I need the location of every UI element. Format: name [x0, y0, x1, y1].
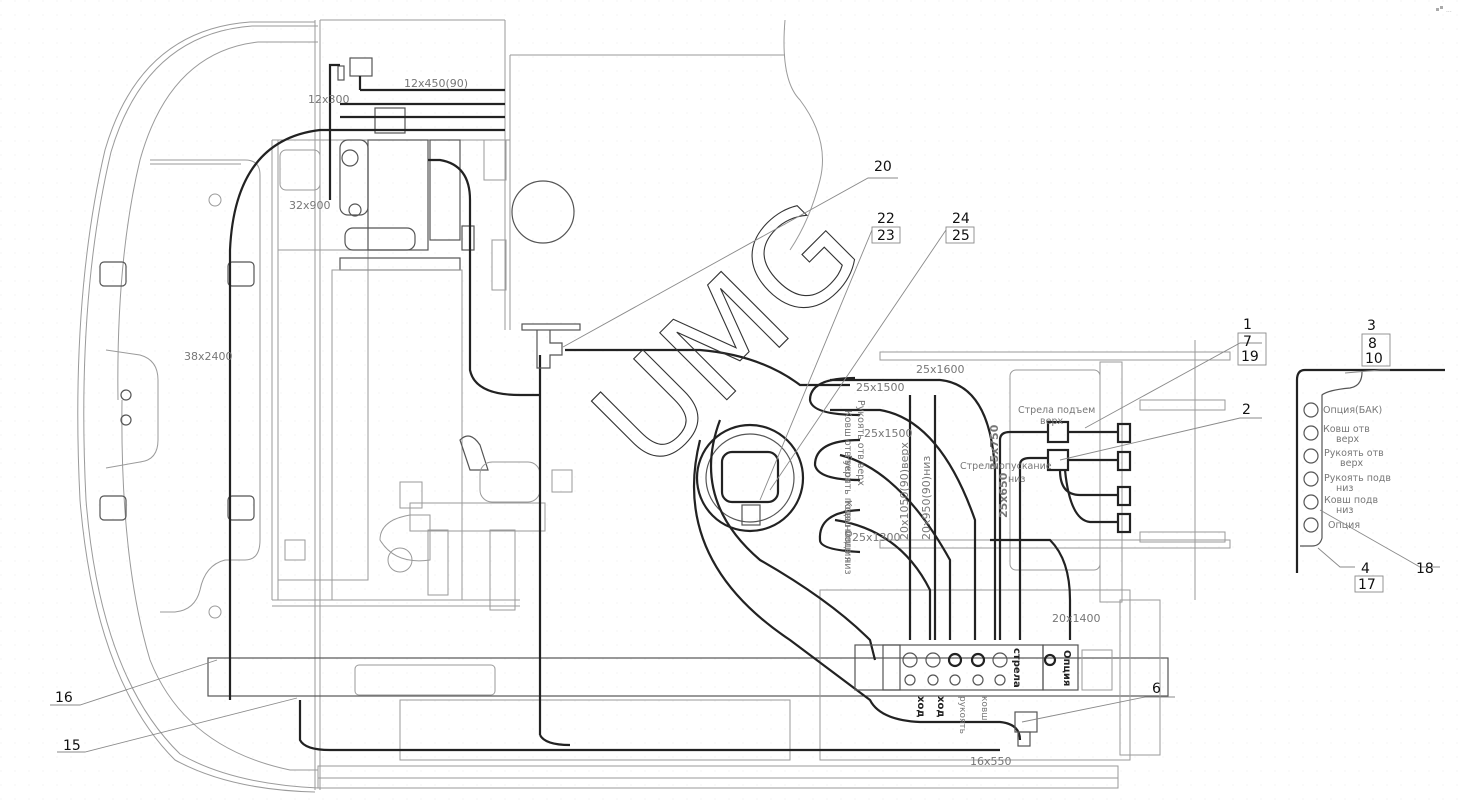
port-label: Рукоять подв: [1324, 473, 1391, 484]
cross-beam: [207, 657, 1169, 789]
callout-18: 18: [1416, 561, 1434, 577]
port-circle: [1303, 448, 1319, 464]
callout-6: 6: [1152, 681, 1161, 697]
port-label: низ: [1336, 483, 1353, 494]
port-circle: [1303, 402, 1319, 418]
callout-numbers: 20 22 23 24 25 1 7 19 2 3 8 10 4 17 18 6…: [55, 159, 1434, 754]
valve-label: Опция: [1061, 650, 1072, 686]
callout-8: 8: [1368, 336, 1377, 352]
port-circle: [1303, 425, 1319, 441]
port-circle: [1303, 471, 1319, 487]
port-panel: Опция(БАК) Ковш отв верх Рукоять отв вер…: [1295, 368, 1445, 573]
callout-19: 19: [1241, 349, 1259, 365]
swivel-joint: [695, 423, 805, 533]
dim-label: 12x300: [308, 93, 350, 106]
callout-24: 24: [952, 211, 970, 227]
hose-lines: [228, 63, 1132, 752]
hose-label: Рукоять отв верх: [855, 400, 866, 486]
valve-label: ковш: [979, 696, 989, 720]
callout-1: 1: [1243, 317, 1252, 333]
dim-label: 20x1050(90)верх: [898, 442, 911, 540]
callout-22: 22: [877, 211, 895, 227]
hose-label: Стрела подъем: [1018, 405, 1095, 416]
port-label: низ: [1336, 505, 1353, 516]
hose-label: низ: [1008, 474, 1025, 485]
hose-label: Рукоять подв низ: [842, 455, 853, 542]
valve-label: стрела: [1011, 648, 1022, 688]
callout-23: 23: [877, 228, 895, 244]
callout-15: 15: [63, 738, 81, 754]
port-label: Ковш отв: [1323, 424, 1370, 435]
callout-10: 10: [1365, 351, 1383, 367]
hose-function-labels: Стрела подъем верх Стрела опускание низ …: [842, 400, 1095, 575]
dim-label: 20x950(90)низ: [920, 456, 933, 540]
callout-2: 2: [1242, 402, 1251, 418]
tee-fitting: [521, 323, 581, 369]
hose-label: Стрела опускание: [960, 461, 1052, 472]
dim-label: 25x1500: [856, 381, 905, 394]
dim-label: 25x1500: [864, 427, 913, 440]
dimension-labels: 12x450(90) 12x300 32x900 38x2400 25x1600…: [184, 77, 1101, 768]
callout-20: 20: [874, 159, 892, 175]
hose-label: верх: [1040, 416, 1063, 427]
corner-mark: ...: [1436, 6, 1452, 14]
dim-label: 20x1400: [1052, 612, 1101, 625]
port-label: Опция: [1328, 520, 1360, 531]
port-label: верх: [1336, 434, 1359, 445]
dim-label: 12x450(90): [404, 77, 468, 90]
callout-leaders: [50, 177, 1440, 753]
control-valve: [854, 644, 1079, 747]
dim-label: 25x750: [988, 424, 1001, 470]
valve-label: ход: [915, 696, 926, 717]
dim-label: 25x650: [997, 472, 1010, 518]
callout-17: 17: [1358, 577, 1376, 593]
dim-label: 32x900: [289, 199, 331, 212]
port-label: Опция(БАК): [1323, 405, 1382, 416]
callout-25: 25: [952, 228, 970, 244]
port-label: Рукоять отв: [1324, 448, 1384, 459]
dim-label: 38x2400: [184, 350, 233, 363]
hose-label: Ковш отв верх: [842, 410, 853, 483]
dim-label: 25x1600: [916, 363, 965, 376]
dim-label: 16x550: [970, 755, 1012, 768]
hose-label: Ковш подв низ: [842, 500, 853, 575]
callout-7: 7: [1243, 334, 1252, 350]
port-circle: [1303, 517, 1319, 533]
callout-3: 3: [1367, 318, 1376, 334]
valve-label: рукоять: [957, 696, 967, 734]
svg-text:...: ...: [1446, 7, 1452, 14]
counterweight-outline: [77, 21, 319, 793]
valve-label: ход: [935, 696, 946, 717]
hose-label: Опция: [842, 530, 853, 562]
valve-section-labels: ход ход рукоять ковш стрела Опция: [915, 648, 1072, 734]
callout-4: 4: [1361, 561, 1370, 577]
callout-16: 16: [55, 690, 73, 706]
tank-cap: [511, 180, 575, 244]
dim-label: 25x1300: [852, 531, 901, 544]
port-circle: [1303, 494, 1319, 510]
port-label: Ковш подв: [1324, 495, 1378, 506]
pump-assembly: [331, 57, 507, 601]
port-label: верх: [1340, 458, 1363, 469]
